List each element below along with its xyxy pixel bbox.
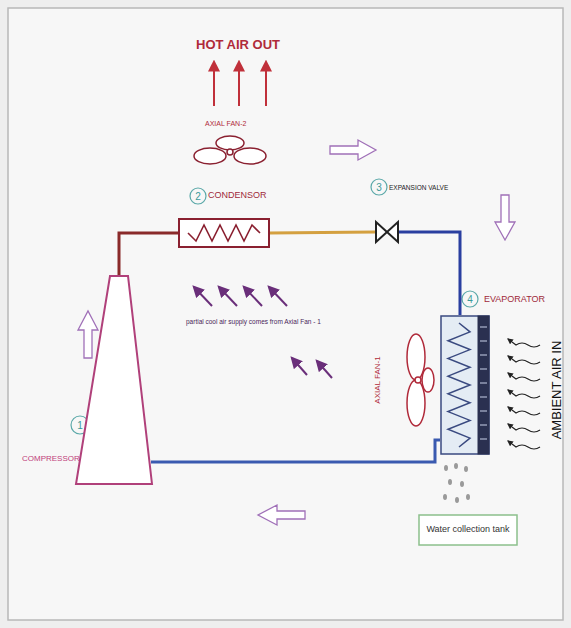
expansion-valve-symbol bbox=[375, 221, 399, 243]
fan-label: AXIAL FAN-1 bbox=[374, 356, 383, 403]
component-label: Water collection tank bbox=[426, 525, 509, 535]
refrigerant-pipe bbox=[119, 233, 178, 275]
refrigerant-pipe bbox=[270, 232, 375, 233]
condenser: CONDENSOR bbox=[178, 218, 270, 248]
air-label: HOT AIR OUT bbox=[196, 38, 280, 52]
callout-number: 1 bbox=[77, 420, 83, 431]
component-label: EVAPORATOR bbox=[484, 295, 545, 305]
hot-air-arrows bbox=[214, 62, 266, 106]
compressor-symbol bbox=[75, 275, 153, 485]
component-label: COMPRESSOR bbox=[22, 455, 80, 464]
ambient-air-arrows bbox=[508, 339, 540, 449]
water-tank: Water collection tank bbox=[418, 514, 518, 546]
evaporator: EVAPORATOR bbox=[440, 315, 490, 455]
air-label: AMBIENT AIR IN bbox=[550, 341, 564, 440]
evaporator-coil bbox=[440, 315, 490, 455]
axial-fan-1 bbox=[407, 334, 434, 426]
callout-number: 2 bbox=[195, 191, 201, 202]
note: partial cool air supply comes from Axial… bbox=[186, 318, 321, 325]
refrigerant-pipe bbox=[151, 440, 440, 462]
component-label: CONDENSOR bbox=[208, 191, 267, 201]
refrigerant-pipe bbox=[399, 232, 460, 315]
condenser-coil bbox=[178, 218, 270, 248]
callout-number: 3 bbox=[376, 182, 382, 193]
component-label: EXPANSION VALVE bbox=[389, 184, 448, 191]
cool-air-arrows bbox=[194, 287, 332, 378]
callout-number: 4 bbox=[467, 294, 473, 305]
water-drops bbox=[443, 463, 470, 503]
expansion-valve: EXPANSION VALVE bbox=[375, 221, 399, 243]
compressor: COMPRESSOR bbox=[75, 275, 153, 485]
fan-label: AXIAL FAN-2 bbox=[205, 120, 246, 128]
axial-fan-2 bbox=[194, 136, 266, 164]
page-frame bbox=[8, 8, 563, 620]
